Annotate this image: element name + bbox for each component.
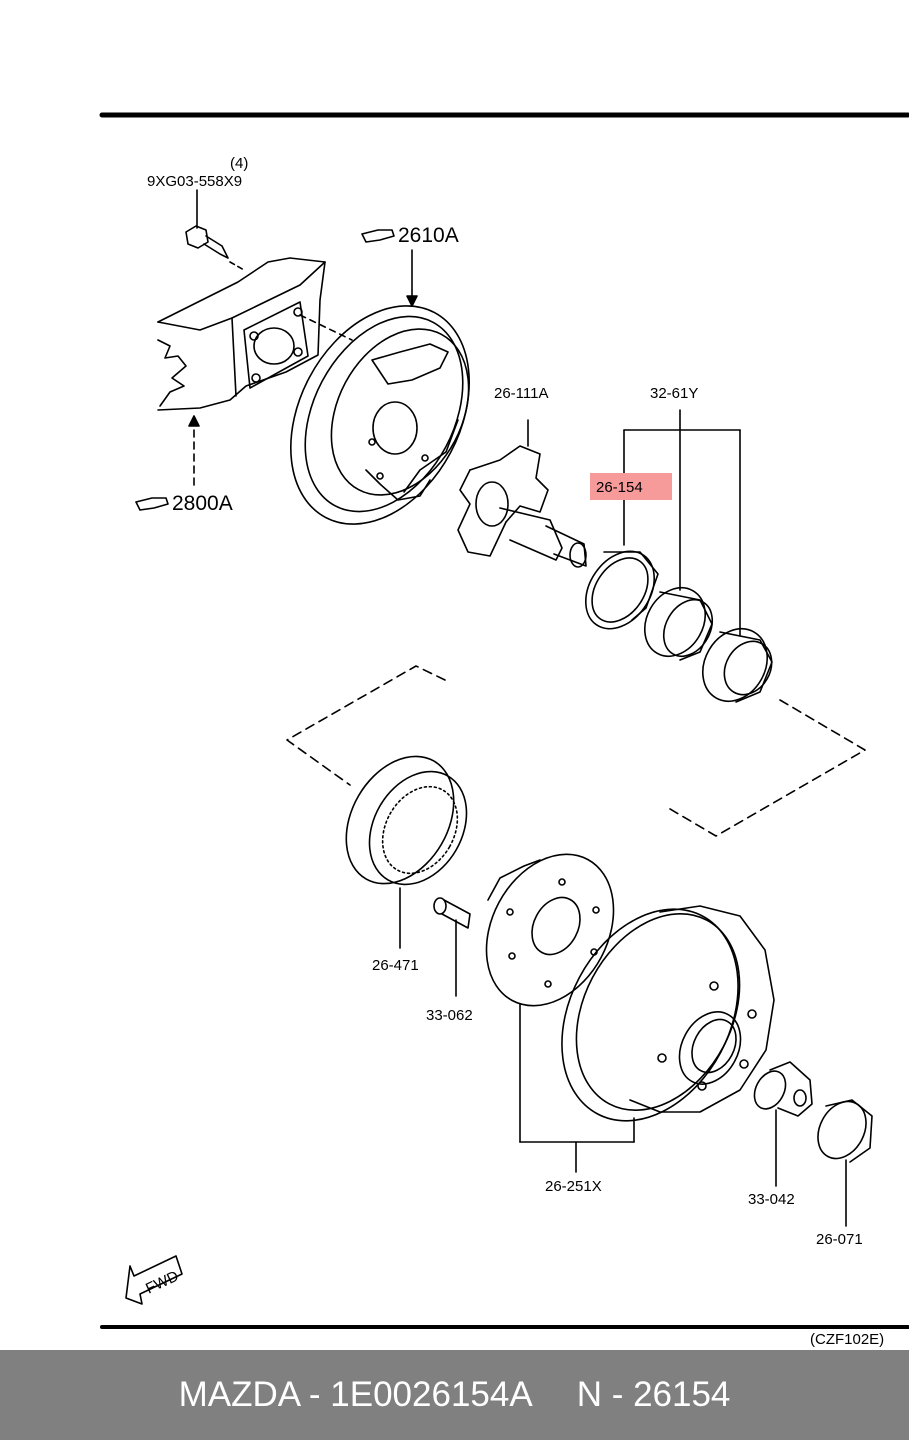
outer-bearing [702, 628, 773, 703]
label-lock-nut: 33-042 [748, 1191, 795, 1208]
ref-arrow-icon-2800a [135, 497, 169, 511]
label-diagram-code: (CZF102E) [810, 1331, 884, 1348]
ref-arrow-icon-2610a [361, 229, 395, 243]
abs-ring [345, 755, 468, 949]
mounting-bolt [185, 189, 245, 271]
label-bolt-qty: (4) [230, 155, 248, 172]
label-abs-ring: 26-471 [372, 957, 419, 974]
zone-dashed-outline [286, 665, 866, 837]
label-hub-bolt: 33-062 [426, 1007, 473, 1024]
label-hub-drum: 26-251X [545, 1178, 602, 1195]
grease-cap [817, 1099, 873, 1227]
backing-plate [290, 249, 470, 525]
inner-bearing [644, 587, 714, 661]
label-oil-seal: 26-154 [596, 479, 643, 496]
label-grease-cap: 26-071 [816, 1231, 863, 1248]
footer-brand: MAZDA - 1E0026154A [178, 1375, 533, 1414]
label-ref-2800a: 2800A [172, 492, 233, 515]
brake-drum [519, 905, 775, 1173]
oil-seal [584, 550, 659, 630]
fwd-arrow-icon [125, 1255, 183, 1305]
lock-nut [753, 1061, 813, 1187]
hub-bolt [433, 897, 471, 997]
label-bearing-set: 32-61Y [650, 385, 698, 402]
highlight-box [590, 473, 672, 500]
footer-part: N - 26154 [576, 1375, 731, 1414]
parts-diagram: (4) 9XG03-558X9 2610A 2800A 26-111A 32-6… [99, 112, 909, 1348]
label-bolt-part: 9XG03-558X9 [147, 173, 242, 190]
spindle [457, 419, 587, 568]
label-spindle: 26-111A [494, 385, 549, 402]
label-fwd: FWD [143, 1268, 181, 1298]
footer-bar: MAZDA - 1E0026154A N - 26154 [0, 1350, 909, 1440]
knuckle-bracket [157, 257, 326, 489]
hub-flange [485, 853, 615, 1007]
label-ref-2610a: 2610A [398, 224, 459, 247]
